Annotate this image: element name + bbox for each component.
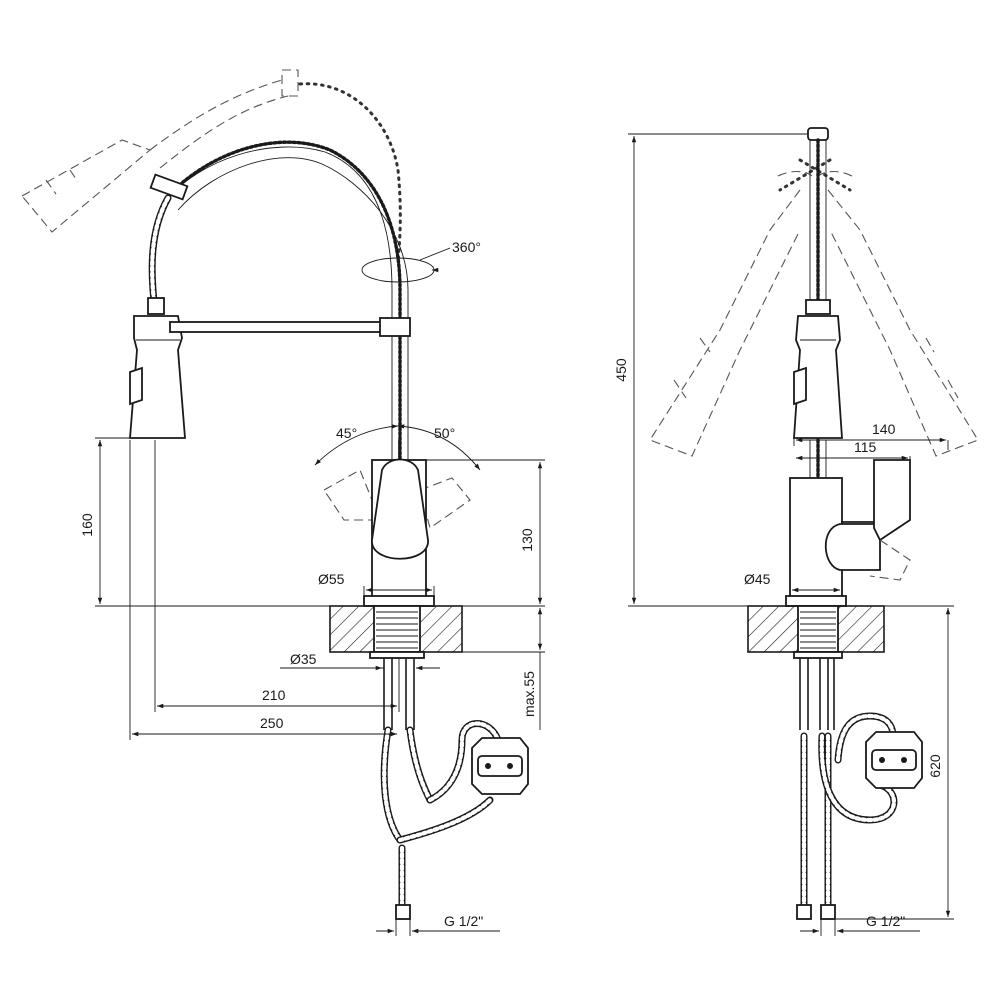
svg-text:Ø55: Ø55 xyxy=(318,571,345,587)
front-view: 360° 45° 50° xyxy=(21,69,545,936)
valve-box-front xyxy=(471,737,529,795)
countertop-section-side xyxy=(747,605,885,659)
supply-tubes-front xyxy=(380,658,502,920)
dim-210: 210 xyxy=(154,440,400,712)
spray-head-alt-left xyxy=(649,170,813,457)
faucet-body-front xyxy=(371,440,429,601)
spray-head-side xyxy=(793,299,843,439)
lever-alt-left xyxy=(323,469,381,521)
side-view: 450 140 115 Ø45 620 xyxy=(613,127,979,936)
holder-bar xyxy=(169,321,383,333)
svg-text:Ø45: Ø45 xyxy=(744,571,771,587)
lever-alt-right xyxy=(419,477,471,529)
svg-text:620: 620 xyxy=(927,754,943,778)
spray-head-alt-position xyxy=(21,69,299,233)
hose-collar xyxy=(149,173,189,201)
dim-130: 130 xyxy=(426,459,545,607)
svg-text:160: 160 xyxy=(79,513,95,537)
dim-620: 620 xyxy=(836,605,954,920)
base-flange-side xyxy=(785,595,847,607)
svg-text:Ø35: Ø35 xyxy=(290,651,317,667)
dim-115: 115 xyxy=(796,439,911,464)
svg-text:250: 250 xyxy=(260,715,284,731)
svg-text:max.55: max.55 xyxy=(521,671,537,717)
svg-text:G 1/2": G 1/2" xyxy=(866,913,905,929)
dim-thread-side: G 1/2" xyxy=(800,913,920,936)
svg-text:210: 210 xyxy=(262,687,286,703)
swivel-angle-label: 360° xyxy=(452,239,481,255)
spray-head-alt-right xyxy=(817,170,979,457)
svg-text:115: 115 xyxy=(854,439,877,455)
faucet-body-side xyxy=(789,459,911,599)
valve-box-side xyxy=(865,731,923,789)
dim-450: 450 xyxy=(613,133,808,607)
dim-diameter-35: Ø35 xyxy=(280,651,440,671)
spray-head-front xyxy=(129,297,186,439)
dim-thread-front: G 1/2" xyxy=(376,913,500,936)
hose-top-knob xyxy=(807,127,829,141)
dim-diameter-55: Ø55 xyxy=(318,571,435,596)
svg-text:140: 140 xyxy=(872,421,896,437)
dim-250: 250 xyxy=(129,440,397,740)
lever-angle-left: 45° xyxy=(336,425,357,441)
dim-max55: max.55 xyxy=(462,608,545,730)
svg-text:450: 450 xyxy=(613,358,629,382)
countertop-section-front xyxy=(329,605,463,659)
dim-160: 160 xyxy=(79,437,330,607)
spring-coil-front xyxy=(170,140,402,462)
svg-text:G 1/2": G 1/2" xyxy=(444,913,483,929)
svg-text:130: 130 xyxy=(519,528,535,552)
lever-angle-right: 50° xyxy=(434,425,455,441)
base-flange-front xyxy=(363,595,435,607)
coil-alt-position xyxy=(298,82,402,264)
dim-140: 140 xyxy=(793,421,949,450)
supply-tubes-side xyxy=(796,658,898,920)
dim-diameter-45: Ø45 xyxy=(744,571,840,593)
